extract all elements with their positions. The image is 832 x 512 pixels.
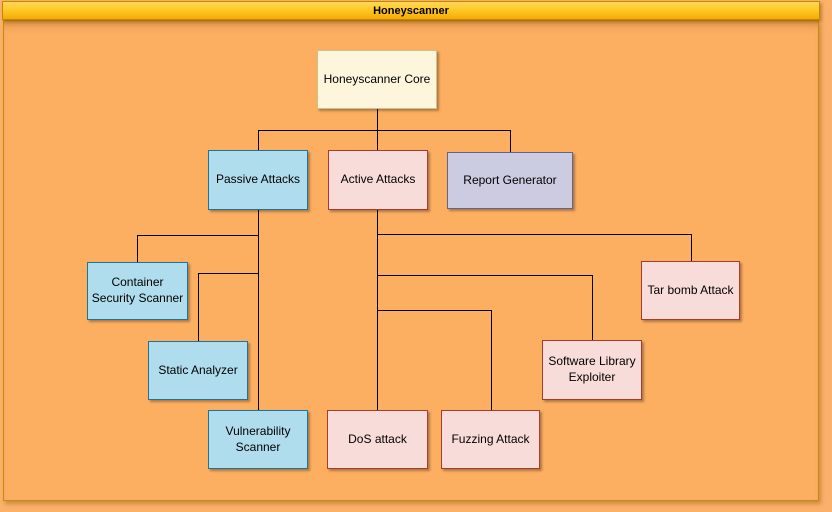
connector-line-children-bus-to-report-generator [510,130,511,152]
connector-line-active-attacks-to-tar-bomb-attack [691,234,692,261]
connector-line-children-bus-to-active-attacks [377,130,378,150]
connector-line-children-bus-to-children-bus [258,130,510,131]
connector-line-active-attacks-to-software-library-exploiter [592,275,593,340]
connector-line-passive-attacks-to-static-analyzer [198,273,199,341]
node-software-library-exploiter[interactable]: Software Library Exploiter [542,340,642,400]
connector-line-active-attacks-to-fuzzing-attack [491,310,492,410]
window-title: Honeyscanner [373,4,449,17]
node-dos-attack[interactable]: DoS attack [327,410,428,469]
connector-line-passive-attacks-to-static-analyzer [198,273,258,274]
node-passive-attacks[interactable]: Passive Attacks [208,150,308,210]
node-tar-bomb-attack[interactable]: Tar bomb Attack [641,261,740,320]
connector-line-children-bus-to-passive-attacks [258,130,259,150]
connector-line-passive-attacks-to-vulnerability-scanner [258,210,259,410]
node-fuzzing-attack[interactable]: Fuzzing Attack [441,410,540,469]
node-container-security-scanner[interactable]: Container Security Scanner [87,262,188,320]
node-static-analyzer[interactable]: Static Analyzer [148,341,248,400]
connector-line-passive-attacks-to-container-security-scanner [137,235,258,236]
connector-line-passive-attacks-to-container-security-scanner [137,235,138,262]
connector-line-active-attacks-to-software-library-exploiter [377,275,592,276]
connector-line-active-attacks-to-fuzzing-attack [377,310,491,311]
node-active-attacks[interactable]: Active Attacks [328,150,428,210]
connector-line-honeyscanner-core-to-children-bus [377,109,378,130]
connector-line-active-attacks-to-tar-bomb-attack [377,234,691,235]
node-report-generator[interactable]: Report Generator [447,152,573,209]
node-honeyscanner-core[interactable]: Honeyscanner Core [317,50,437,109]
window-title-bar: Honeyscanner [2,1,820,20]
node-vulnerability-scanner[interactable]: Vulnerability Scanner [208,410,308,469]
